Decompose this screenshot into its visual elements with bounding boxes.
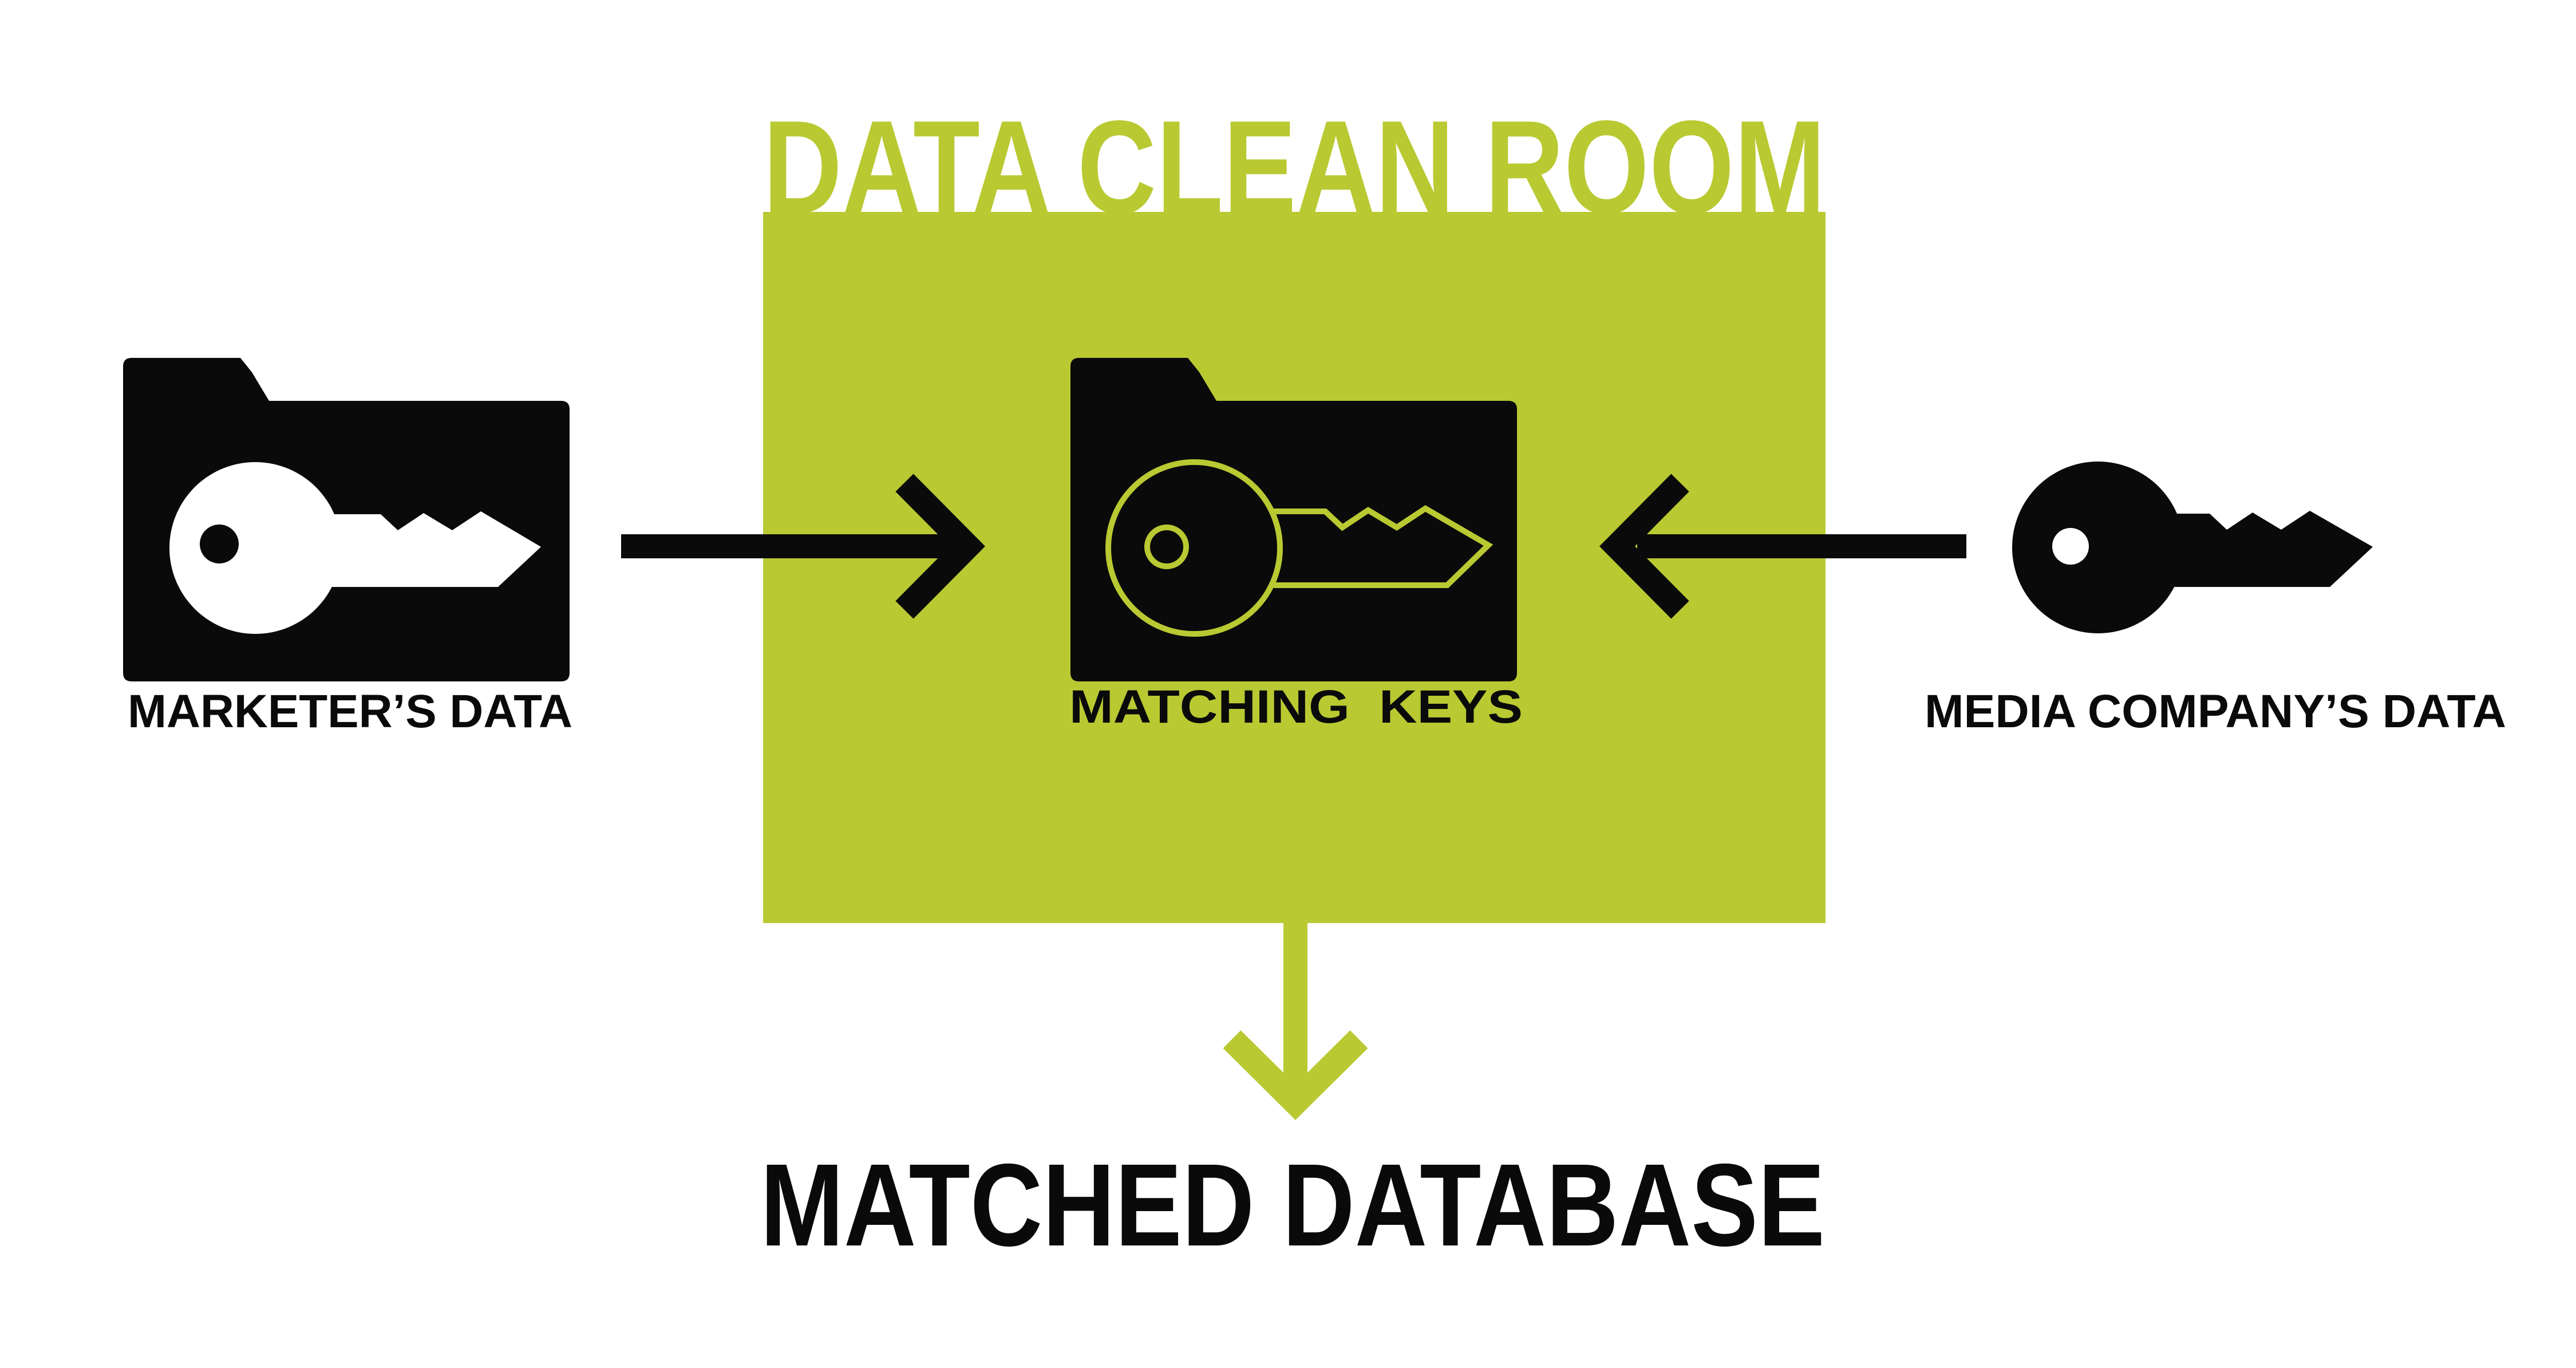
matched-database-label: MATCHED DATABASE — [760, 1140, 1825, 1271]
matching-keys-folder-icon — [1070, 358, 1517, 681]
matching-keys-label: MATCHING KEYS — [1069, 681, 1523, 733]
clean-room-title: DATA CLEAN ROOM — [763, 93, 1826, 242]
marketer-folder-icon — [123, 358, 570, 681]
output-arrow — [1223, 923, 1368, 1120]
matching-key-outline-icon — [1105, 459, 1494, 637]
media-company-key-icon — [2012, 462, 2373, 633]
right-arrow — [1599, 474, 1966, 619]
left-arrow — [621, 474, 985, 619]
media-company-data-label: MEDIA COMPANY’S DATA — [1925, 685, 2506, 738]
marketer-key-icon — [169, 462, 541, 634]
marketer-data-label: MARKETER’S DATA — [128, 685, 572, 738]
